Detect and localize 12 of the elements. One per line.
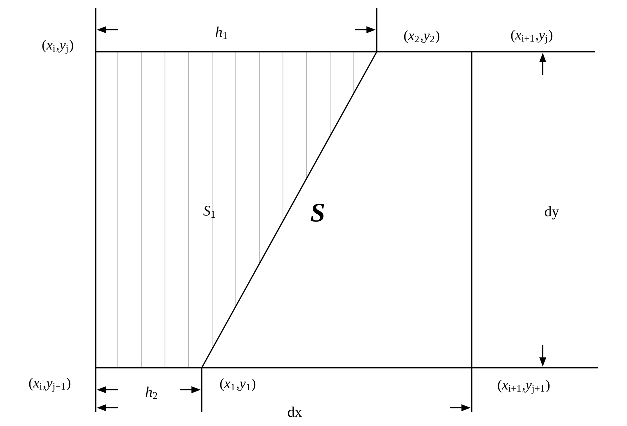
area-label: S$_{1}$	[204, 206, 216, 218]
dimension-label: dx	[288, 406, 302, 418]
coordinate-label: (x$_{i+1}$,y$_{j}$)	[511, 30, 553, 44]
dimension-label: dy	[545, 206, 560, 220]
dimension-label: h$_{2}$	[146, 386, 158, 400]
dimension-label: h$_{1}$	[216, 26, 228, 40]
area-label: S	[311, 204, 324, 222]
coordinate-label: (x$_{i+1}$,y$_{j+1}$)	[498, 380, 550, 394]
coordinate-label: (x$_{2}$,y$_{2}$)	[404, 30, 440, 44]
coordinate-label: (x$_{i}$,y$_{j}$)	[42, 40, 74, 54]
coordinate-label: (x$_{1}$,y$_{1}$)	[220, 378, 256, 392]
coordinate-label: (x$_{i}$,y$_{j+1}$)	[29, 378, 71, 392]
